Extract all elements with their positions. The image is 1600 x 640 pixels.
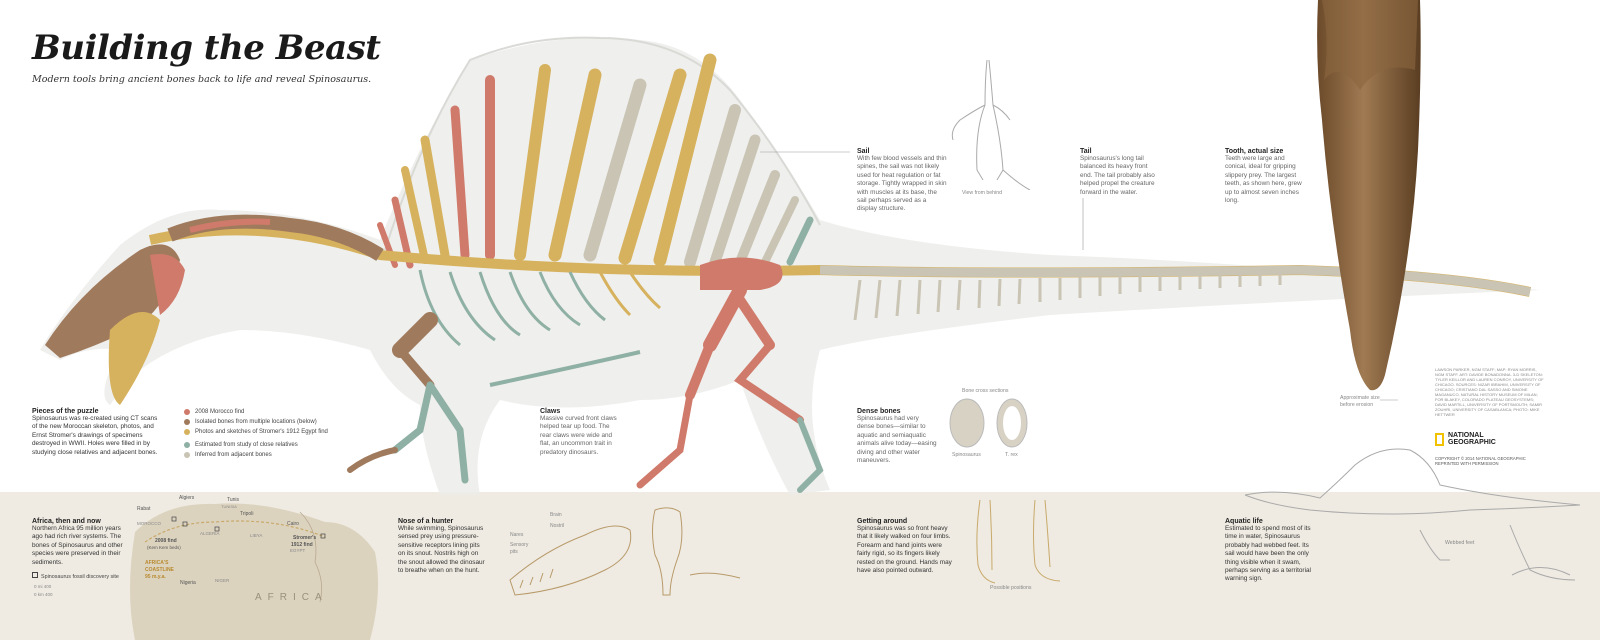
- bone-cross-sections: [949, 398, 1028, 448]
- stromer-swatch: [184, 429, 190, 435]
- neural-spines: [377, 53, 814, 269]
- aquatic-heading: Aquatic life: [1225, 518, 1263, 525]
- map-label-mya: 95 m.y.a.: [145, 574, 166, 580]
- getting-heading: Getting around: [857, 518, 908, 525]
- map-label-cairo: Cairo: [287, 521, 299, 527]
- relatives-swatch: [184, 442, 190, 448]
- pieces-text: Spinosaurus was re-created using CT scan…: [32, 415, 158, 456]
- legend-item-morocco: 2008 Morocco find: [184, 407, 354, 417]
- tail-heading: Tail: [1080, 148, 1092, 155]
- nose-heading: Nose of a hunter: [398, 518, 454, 525]
- label-sensory: Sensory: [510, 542, 529, 548]
- map-label-algiers: Algiers: [179, 495, 195, 501]
- legend-item-relatives: Estimated from study of close relatives: [184, 440, 354, 450]
- claws-heading: Claws: [540, 408, 561, 415]
- map-label-coast2: COASTLINE: [145, 567, 175, 573]
- view-from-behind-caption: View from behind: [962, 190, 1002, 196]
- natgeo-logo: NATIONAL GEOGRAPHIC: [1435, 432, 1504, 446]
- cross-section-right-label: T. rex: [1005, 452, 1018, 458]
- color-legend: 2008 Morocco find Isolated bones from mu…: [184, 407, 354, 460]
- label-brain: Brain: [550, 512, 562, 518]
- sail-outline: [384, 36, 821, 251]
- map-label-tripoli: Tripoli: [240, 511, 253, 517]
- tooth-illustration: [1317, 0, 1421, 391]
- page-subtitle: Modern tools bring ancient bones back to…: [32, 74, 372, 85]
- sail-annotation: Sail With few blood vessels and thin spi…: [857, 148, 947, 214]
- aquatic-text: Estimated to spend most of its time in w…: [1225, 525, 1311, 583]
- pelvis: [700, 257, 783, 290]
- page-title: Building the Beast: [32, 28, 381, 68]
- sail-heading: Sail: [857, 148, 870, 155]
- dense-bones-annotation: Dense bones Spinosaurus had very dense b…: [857, 408, 937, 465]
- legend-item-isolated: Isolated bones from multiple locations (…: [184, 417, 354, 427]
- map-label-rabat: Rabat: [137, 506, 151, 512]
- map-label-2008-find: 2008 find: [155, 538, 177, 544]
- skull: [45, 244, 180, 358]
- claws-text: Massive curved front claws helped tear u…: [540, 415, 617, 456]
- isolated-swatch: [184, 419, 190, 425]
- africa-legend: Spinosaurus fossil discovery site: [32, 572, 119, 580]
- legend-item-adjacent: Inferred from adjacent bones: [184, 450, 354, 460]
- map-label-egypt: EGYPT: [290, 548, 306, 553]
- sail-text: With few blood vessels and thin spines, …: [857, 155, 947, 213]
- label-pits: pits: [510, 549, 518, 555]
- africa-text: Northern Africa 95 million years ago had…: [32, 525, 123, 566]
- africa-map: Algiers Tunis Rabat Tripoli Cairo MOROCC…: [130, 495, 379, 640]
- copyright-text: COPYRIGHT © 2014 NATIONAL GEOGRAPHIC REP…: [1435, 456, 1526, 467]
- forelimb-positions-illustration: [976, 499, 1061, 584]
- dense-heading: Dense bones: [857, 408, 901, 415]
- map-label-stromer-year: 1912 find: [291, 542, 313, 548]
- map-label-nigeria: Nigeria: [180, 580, 196, 586]
- map-label-morocco: MOROCCO: [137, 521, 161, 526]
- snout-illustration: Brain Nostril Nares Sensory pits: [509, 507, 741, 596]
- pieces-heading: Pieces of the puzzle: [32, 408, 99, 415]
- label-nostril: Nostril: [550, 523, 564, 529]
- nose-annotation: Nose of a hunter While swimming, Spinosa…: [398, 518, 486, 575]
- aquatic-annotation: Aquatic life Estimated to spend most of …: [1225, 518, 1317, 584]
- map-label-stromer: Stromer's: [293, 535, 316, 541]
- map-label-tunisia: TUNISIA: [221, 504, 237, 509]
- tooth-size-caption: Approximate size before erosion: [1340, 395, 1380, 408]
- morocco-swatch: [184, 409, 190, 415]
- tail-annotation: Tail Spinosaurus's long tail balanced it…: [1080, 148, 1160, 197]
- map-label-coast: AFRICA'S: [145, 560, 169, 566]
- fossil-site-icon: [32, 572, 38, 578]
- credits-text: LAWSON PARKER, NGM STAFF; MAP: RYAN MORR…: [1435, 367, 1544, 417]
- map-label-kem-kem: (Kem Kem beds): [147, 545, 181, 550]
- webbed-feet-caption: Webbed feet: [1445, 540, 1475, 546]
- map-label-tunis: Tunis: [227, 497, 240, 503]
- africa-annotation: Africa, then and now Northern Africa 95 …: [32, 518, 124, 567]
- map-label-algeria: ALGERIA: [200, 531, 220, 536]
- africa-heading: Africa, then and now: [32, 518, 101, 525]
- legend-item-stromer: Photos and sketches of Stromer's 1912 Eg…: [184, 427, 354, 437]
- cross-section-heading: Bone cross sections: [962, 388, 1009, 394]
- getting-text: Spinosaurus was so front heavy that it l…: [857, 525, 952, 575]
- dense-text: Spinosaurus had very dense bones—similar…: [857, 415, 937, 465]
- claws-annotation: Claws Massive curved front claws helped …: [540, 408, 620, 457]
- scale-bar-km: 0 km 400: [34, 592, 53, 597]
- getting-around-annotation: Getting around Spinosaurus was so front …: [857, 518, 952, 575]
- swimming-spinosaurus-illustration: [1244, 448, 1581, 581]
- tooth-text: Teeth were large and conical, ideal for …: [1225, 155, 1302, 205]
- getting-caption: Possible positions: [990, 585, 1032, 591]
- yellow-border-icon: [1435, 432, 1444, 446]
- natgeo-logo-text: NATIONAL GEOGRAPHIC: [1448, 432, 1496, 446]
- pieces-annotation: Pieces of the puzzle Spinosaurus was re-…: [32, 408, 164, 457]
- view-from-behind-sketch: [951, 60, 1031, 190]
- adjacent-swatch: [184, 452, 190, 458]
- tooth-annotation: Tooth, actual size Teeth were large and …: [1225, 148, 1305, 205]
- cross-section-left-label: Spinosaurus: [952, 452, 981, 458]
- nose-text: While swimming, Spinosaurus sensed prey …: [398, 525, 485, 575]
- label-nares: Nares: [510, 532, 524, 538]
- tail-text: Spinosaurus's long tail balanced its hea…: [1080, 155, 1155, 196]
- map-label-niger: NIGER: [215, 578, 230, 583]
- scale-bar-miles: 0 mi 400: [34, 584, 52, 589]
- map-label-africa: AFRICA: [255, 592, 328, 603]
- tooth-heading: Tooth, actual size: [1225, 148, 1284, 155]
- map-label-libya: LIBYA: [250, 533, 262, 538]
